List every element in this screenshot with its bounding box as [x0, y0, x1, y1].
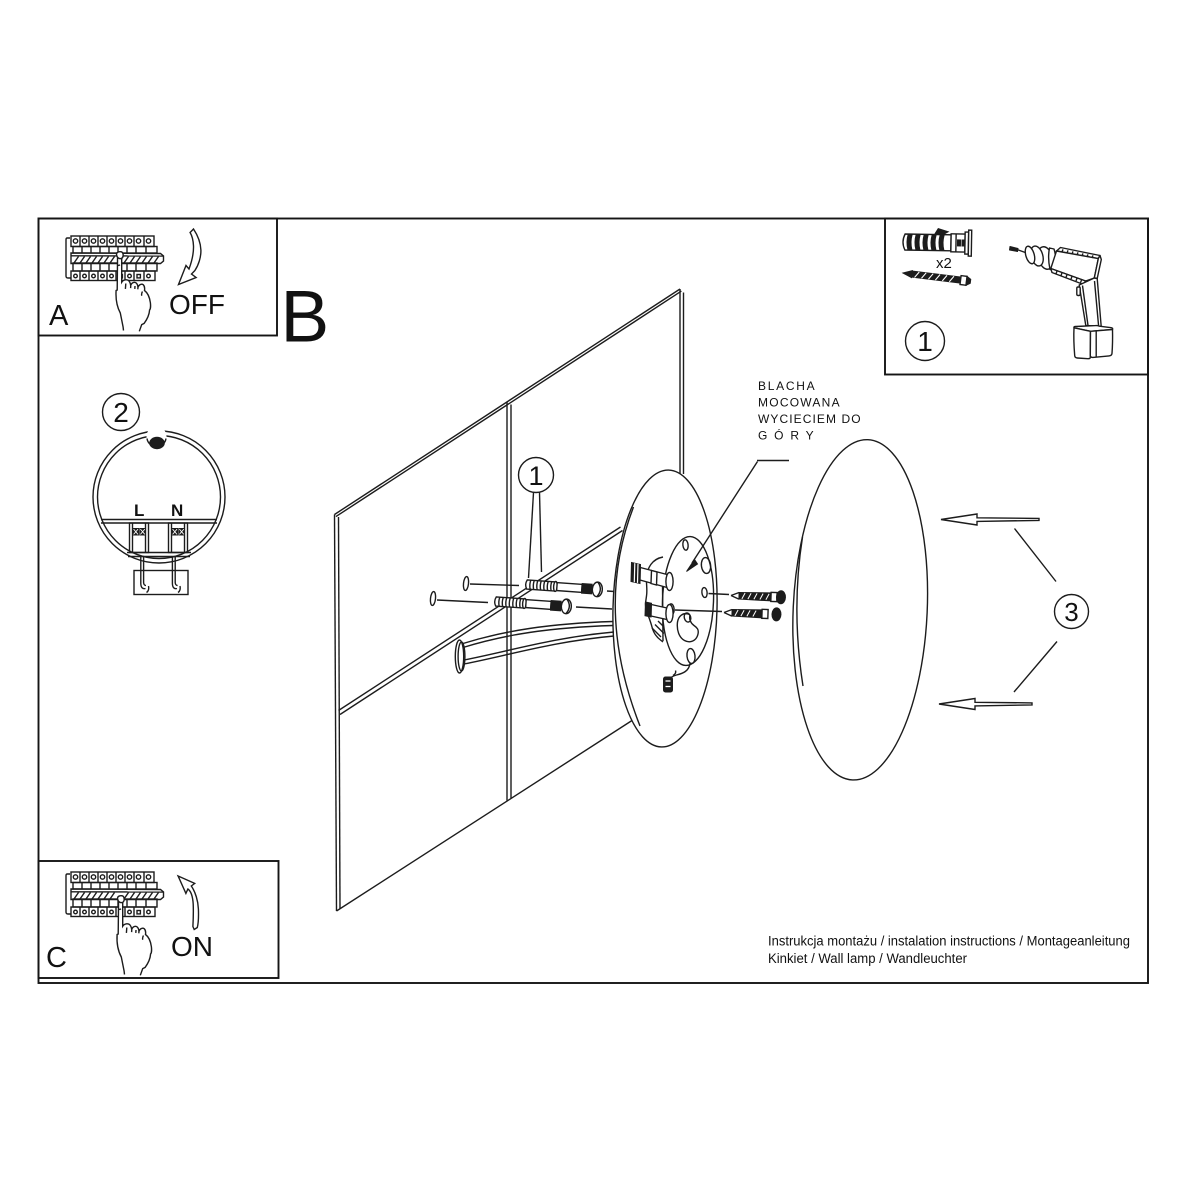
svg-text:ON: ON — [171, 931, 213, 962]
svg-text:OFF: OFF — [169, 289, 225, 320]
svg-text:Instrukcja montażu / instalati: Instrukcja montażu / instalation instruc… — [768, 934, 1130, 949]
svg-text:N: N — [171, 501, 183, 520]
svg-text:1: 1 — [917, 326, 933, 357]
svg-text:C: C — [46, 942, 67, 974]
svg-text:MOCOWANA: MOCOWANA — [758, 396, 841, 410]
svg-text:WYCIECIEM DO: WYCIECIEM DO — [758, 412, 862, 426]
svg-text:3: 3 — [1064, 597, 1078, 627]
svg-text:Kinkiet / Wall lamp / Wandleuc: Kinkiet / Wall lamp / Wandleuchter — [768, 951, 967, 966]
svg-text:1: 1 — [528, 461, 543, 491]
svg-text:x2: x2 — [936, 255, 952, 272]
svg-text:2: 2 — [113, 397, 129, 428]
svg-text:L: L — [134, 501, 144, 520]
svg-text:B: B — [281, 277, 330, 358]
svg-text:A: A — [49, 300, 69, 332]
svg-text:BLACHA: BLACHA — [758, 379, 816, 393]
